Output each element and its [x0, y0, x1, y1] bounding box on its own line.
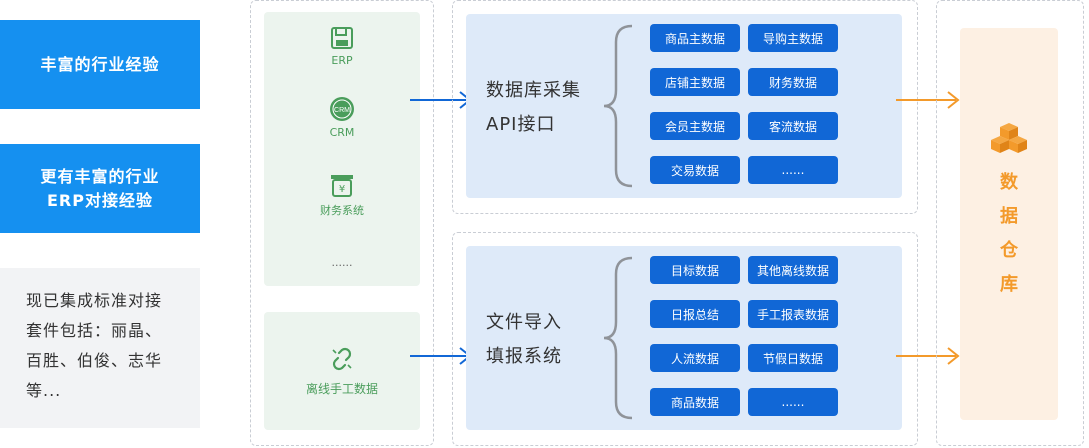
offline-source-panel: 离线手工数据	[264, 312, 420, 430]
api-tag: 商品主数据	[650, 24, 740, 52]
file-method-line2: 填报系统	[486, 346, 562, 367]
offline-source: 离线手工数据	[264, 346, 420, 397]
experience-card: 丰富的行业经验	[0, 20, 200, 109]
finance-icon-text: ¥	[339, 184, 345, 195]
erp-source: ERP	[264, 26, 420, 67]
data-warehouse-panel: 数 据 仓 库	[960, 28, 1058, 420]
sources-column	[250, 0, 434, 446]
crm-source: CRM CRM	[264, 96, 420, 139]
erp-card-line1: 更有丰富的行业	[40, 166, 160, 186]
warehouse-char: 库	[1000, 274, 1018, 295]
online-sources-panel: ERP CRM CRM ¥ 财务系统 ......	[264, 12, 420, 286]
api-tag: ......	[748, 156, 838, 184]
api-method-label: 数据库采集 API接口	[486, 74, 581, 142]
file-tag: 日报总结	[650, 300, 740, 328]
to-warehouse-arrow-bottom	[896, 347, 960, 365]
file-tag: 商品数据	[650, 388, 740, 416]
integration-line: 套件包括：丽晶、	[26, 321, 163, 340]
erp-experience-card: 更有丰富的行业 ERP对接经验	[0, 144, 200, 233]
left-brace-icon	[603, 24, 633, 188]
file-tag: 节假日数据	[748, 344, 838, 372]
finance-source: ¥ 财务系统	[264, 174, 420, 218]
integration-card: 现已集成标准对接 套件包括：丽晶、 百胜、伯俊、志华 等...	[0, 268, 200, 428]
file-tag: 目标数据	[650, 256, 740, 284]
file-tag: ......	[748, 388, 838, 416]
warehouse-label: 数 据 仓 库	[960, 166, 1058, 302]
crm-badge-text: CRM	[334, 107, 350, 114]
file-import-group	[452, 232, 918, 446]
api-tag: 店铺主数据	[650, 68, 740, 96]
api-tag: 会员主数据	[650, 112, 740, 140]
boxes-icon	[991, 123, 1027, 153]
api-method-line2: API接口	[486, 114, 556, 135]
floppy-disk-icon	[331, 27, 353, 49]
file-method-line1: 文件导入	[486, 312, 562, 333]
broken-link-icon	[332, 347, 352, 371]
cash-register-icon: ¥	[331, 175, 353, 197]
file-tag: 手工报表数据	[748, 300, 838, 328]
erp-card-line2: ERP对接经验	[47, 190, 153, 210]
offline-label: 离线手工数据	[305, 382, 378, 396]
warehouse-char: 数	[1000, 172, 1018, 193]
erp-label: ERP	[331, 54, 353, 67]
api-method-line1: 数据库采集	[486, 80, 581, 101]
api-tag: 财务数据	[748, 68, 838, 96]
crm-badge-icon: CRM	[330, 97, 354, 121]
finance-label: 财务系统	[320, 204, 364, 217]
experience-card-text: 丰富的行业经验	[40, 54, 160, 74]
more-sources: ......	[331, 256, 353, 269]
crm-label: CRM	[329, 126, 355, 139]
integration-line: 等...	[26, 381, 62, 400]
api-collection-group	[452, 0, 918, 214]
file-tag: 人流数据	[650, 344, 740, 372]
file-method-label: 文件导入 填报系统	[486, 306, 562, 374]
integration-line: 现已集成标准对接	[26, 291, 163, 310]
api-tag: 交易数据	[650, 156, 740, 184]
api-tag: 客流数据	[748, 112, 838, 140]
to-warehouse-arrow-top	[896, 91, 960, 109]
warehouse-char: 仓	[1000, 240, 1018, 261]
file-tag: 其他离线数据	[748, 256, 838, 284]
data-warehouse-group	[936, 0, 1084, 446]
integration-line: 百胜、伯俊、志华	[26, 351, 163, 370]
left-brace-icon	[603, 256, 633, 420]
api-tag: 导购主数据	[748, 24, 838, 52]
file-import-panel: 文件导入 填报系统 目标数据 其他离线数据 日报总结 手工报表数据 人流数据 节…	[466, 246, 902, 430]
api-collection-panel: 数据库采集 API接口 商品主数据 导购主数据 店铺主数据 财务数据 会员主数据…	[466, 14, 902, 198]
warehouse-char: 据	[1000, 206, 1018, 227]
